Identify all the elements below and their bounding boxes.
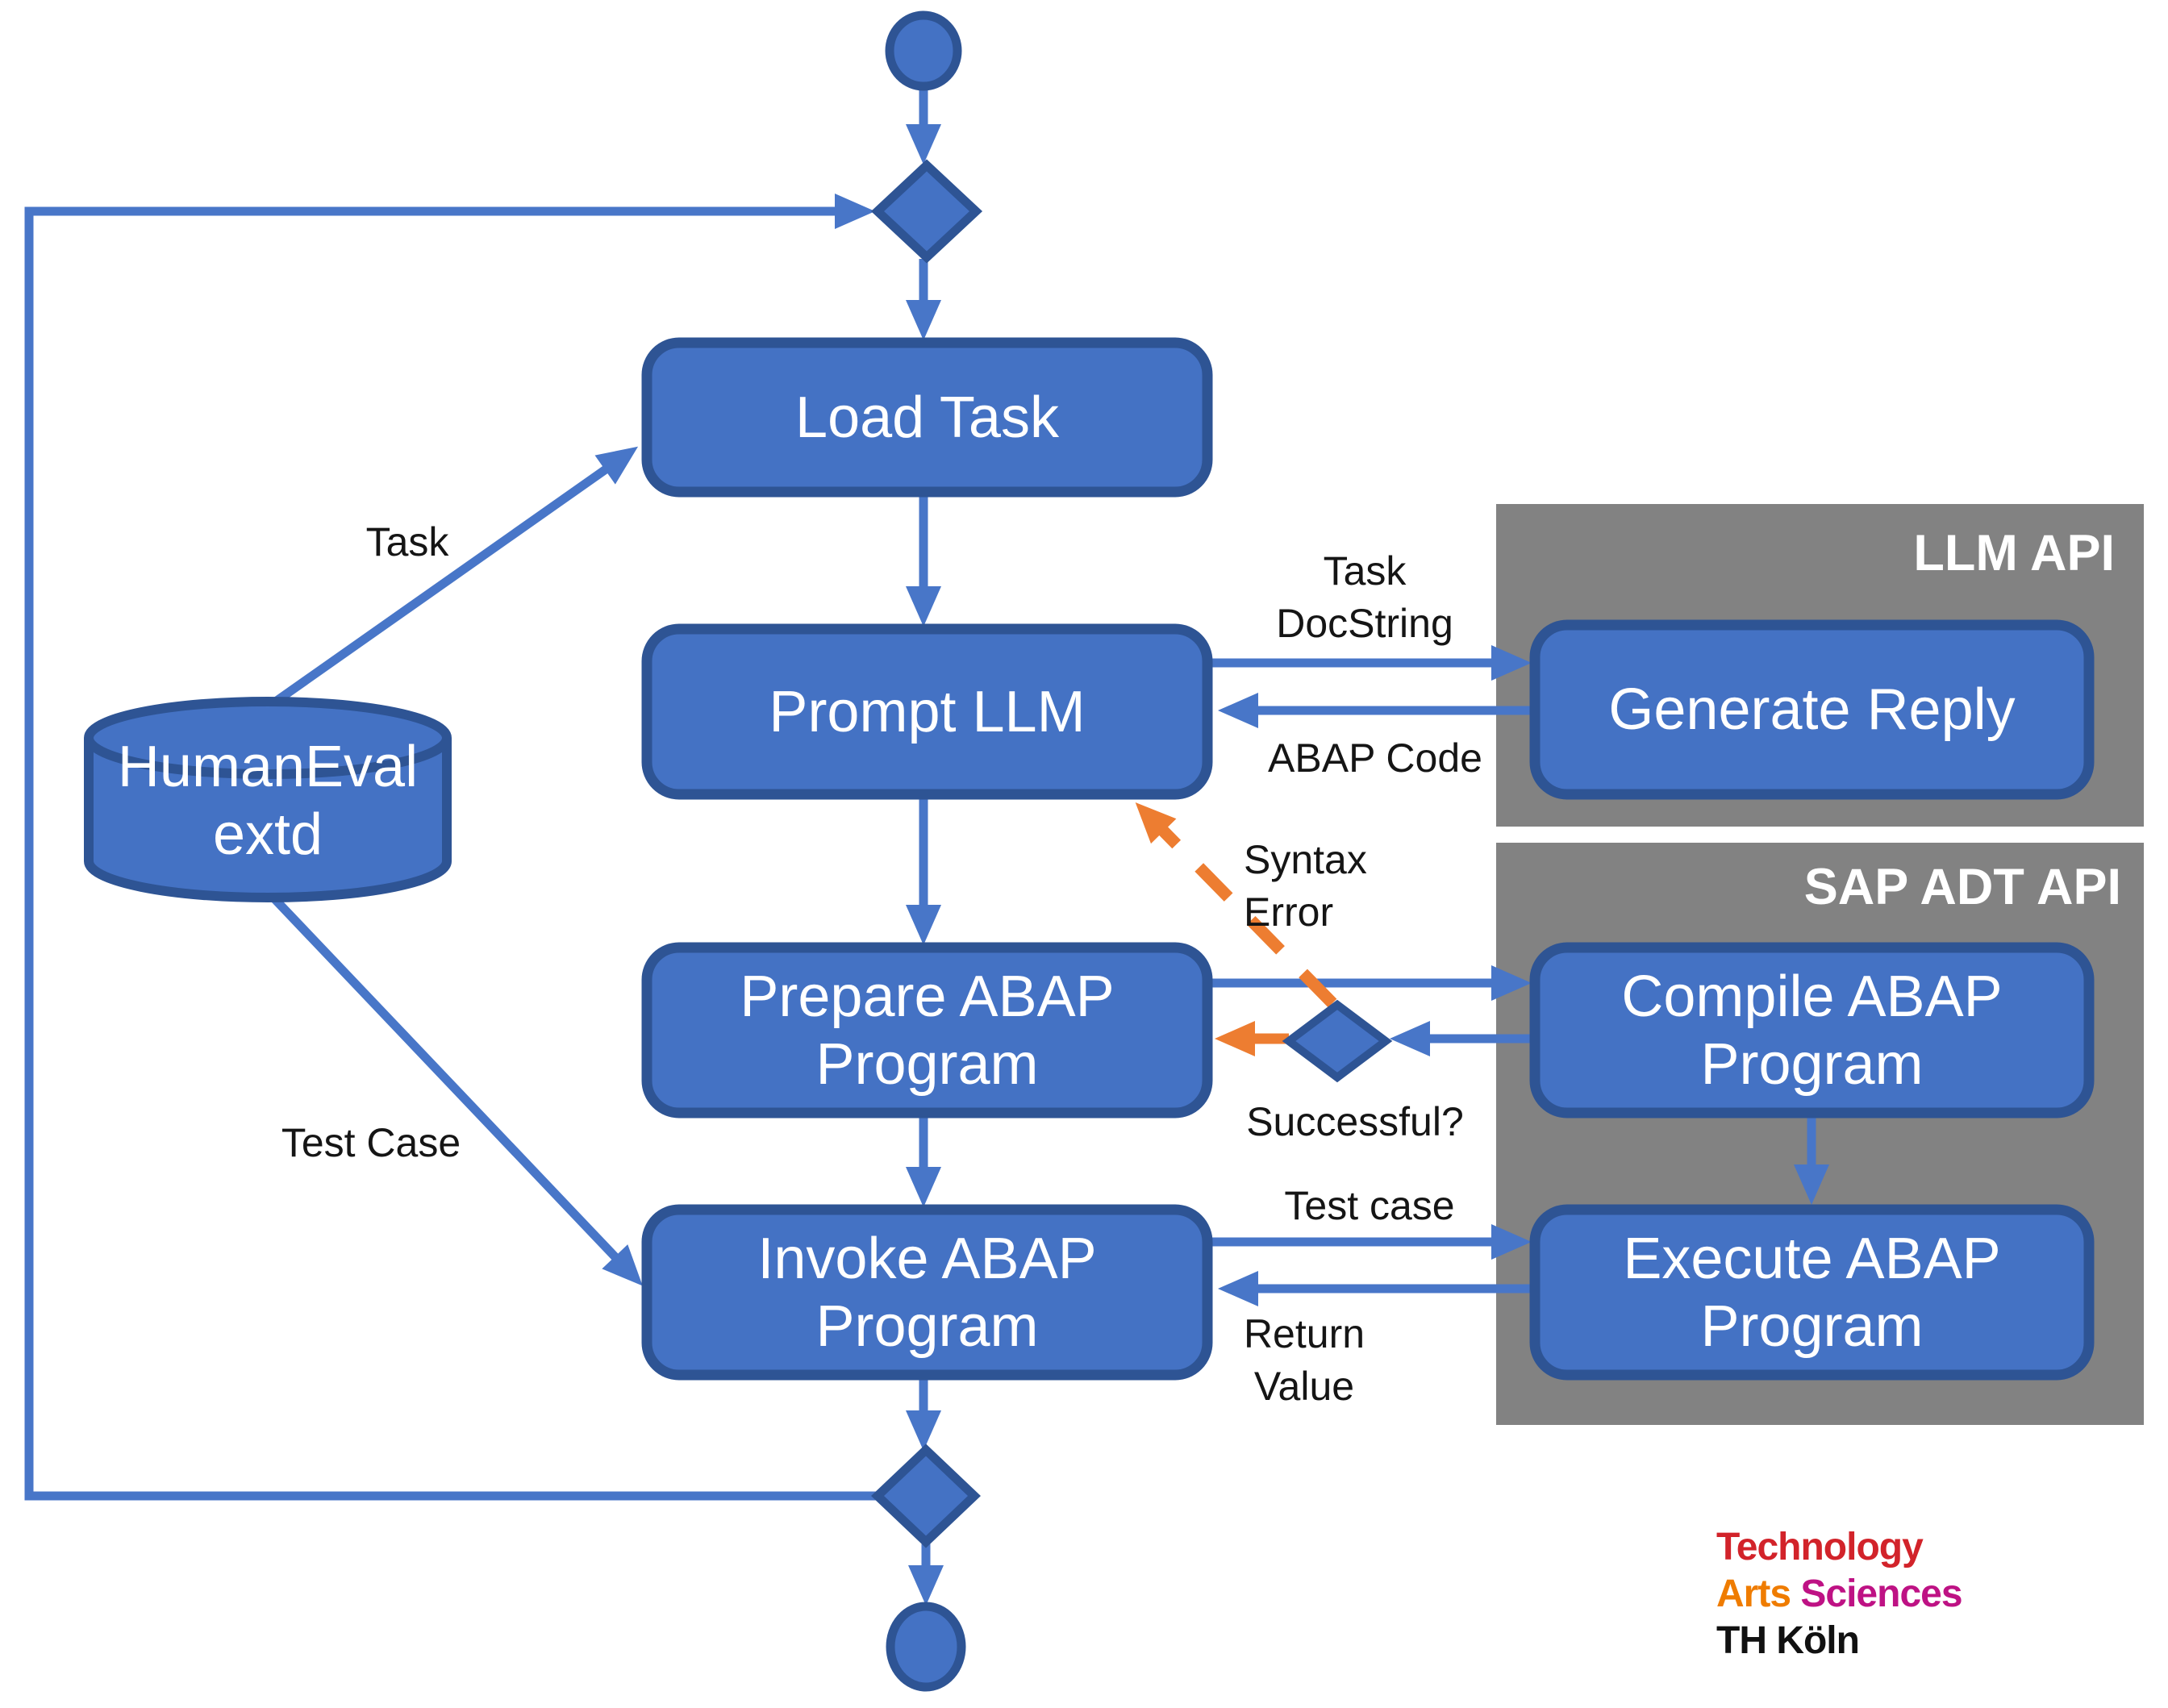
- return-value-line1: Return: [1243, 1311, 1365, 1356]
- invoke-abap-label: Invoke ABAP Program: [757, 1226, 1097, 1359]
- edge-syntax-error-dashed: [1135, 802, 1337, 1008]
- prepare-abap-node: [641, 942, 1213, 1119]
- compile-abap-label: Compile ABAP Program: [1621, 964, 2003, 1097]
- sap-adt-api-title: SAP ADT API: [1803, 859, 2121, 915]
- compile-abap-node: [1529, 942, 2095, 1119]
- execute-abap-label: Execute ABAP Program: [1623, 1226, 2001, 1359]
- logo-line3: TH Köln: [1716, 1619, 1860, 1662]
- edge-datastore-task: [268, 446, 639, 709]
- task-docstring-edge-label: Task DocString: [1187, 545, 1542, 650]
- datastore-label-line1: HumanEval: [117, 734, 419, 799]
- edge-loop-back: [24, 194, 880, 1501]
- generate-reply-label: Generate Reply: [1608, 677, 2016, 742]
- abap-code-edge-label: ABAP Code: [1268, 735, 1482, 781]
- successful-edge-label: Successful?: [1246, 1099, 1464, 1144]
- merge-diamond-top: [870, 159, 983, 264]
- invoke-abap-node: [641, 1204, 1213, 1381]
- task-edge-label: Task: [365, 519, 449, 564]
- load-task-label: Load Task: [795, 385, 1059, 450]
- datastore-cylinder: [84, 697, 452, 902]
- task-docstring-line2: DocString: [1276, 601, 1453, 646]
- merge-diamond-bottom: [871, 1443, 981, 1548]
- llm-api-title: LLM API: [1913, 525, 2115, 581]
- successful-decision-diamond: [1282, 999, 1393, 1083]
- return-value-line2: Value: [1253, 1364, 1355, 1409]
- load-task-node: [641, 337, 1213, 498]
- prepare-abap-label: Prepare ABAP Program: [740, 964, 1115, 1097]
- test-case-left-edge-label: Test Case: [281, 1120, 461, 1165]
- datastore-label-line2: extd: [212, 802, 323, 867]
- prompt-llm-node: [641, 623, 1213, 800]
- task-docstring-line1: Task: [1323, 548, 1407, 594]
- end-node: [886, 1602, 966, 1692]
- return-value-edge-label: Return Value: [1127, 1308, 1482, 1413]
- syntax-error-edge-label: Syntax Error: [1244, 834, 1566, 939]
- edge-datastore-test-case: [268, 892, 643, 1286]
- datastore-label: HumanEval extd: [89, 722, 447, 879]
- logo-arts: Arts: [1716, 1573, 1791, 1615]
- th-koeln-logo: Technology Arts Sciences TH Köln: [1716, 1524, 1963, 1664]
- logo-sciences: Sciences: [1800, 1573, 1962, 1615]
- syntax-error-line2: Error: [1244, 889, 1334, 935]
- prompt-llm-label: Prompt LLM: [769, 679, 1086, 744]
- generate-reply-node: [1529, 619, 2095, 800]
- execute-abap-node: [1529, 1204, 2095, 1381]
- test-case-right-edge-label: Test case: [1284, 1183, 1455, 1228]
- logo-line1: Technology: [1716, 1526, 1924, 1568]
- logo-line2: Arts Sciences: [1716, 1571, 1963, 1618]
- start-node: [885, 10, 962, 91]
- syntax-error-line1: Syntax: [1244, 837, 1367, 882]
